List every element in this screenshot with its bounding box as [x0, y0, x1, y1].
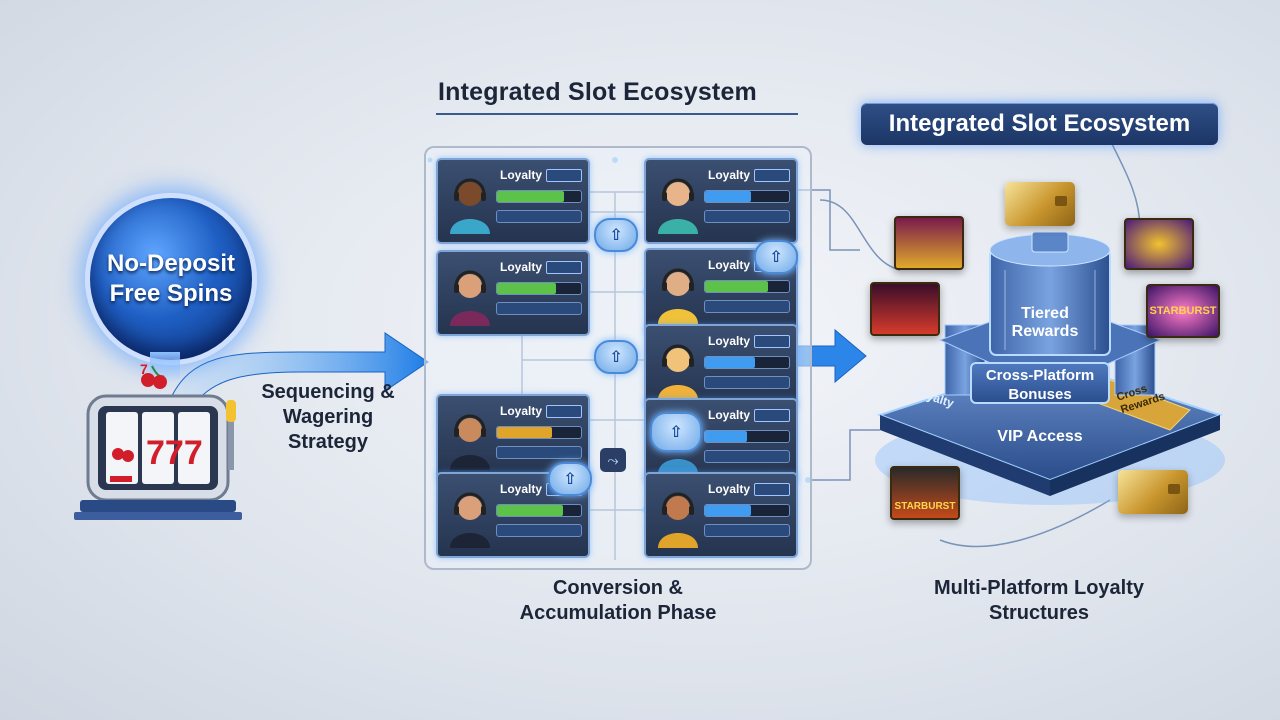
- loyalty-points-bar: [704, 210, 790, 223]
- machine-digits: 777: [146, 434, 203, 472]
- loyalty-card-label: Loyalty: [708, 408, 751, 422]
- loyalty-tier-tag: [754, 335, 790, 348]
- loyalty-progress-bar: [496, 426, 582, 439]
- orb-stem: [150, 352, 180, 382]
- loyalty-card: Loyalty: [644, 158, 798, 244]
- tier-tiered-rewards: Tiered Rewards: [1011, 305, 1079, 340]
- user-avatar-icon: [450, 178, 490, 234]
- loyalty-points-bar: [704, 300, 790, 313]
- sequencing-caption: Sequencing & Wagering Strategy: [261, 381, 395, 453]
- game-tile: [1124, 218, 1194, 270]
- loyalty-progress-bar: [704, 504, 790, 517]
- loyalty-tier-tag: [546, 261, 582, 274]
- loyalty-points-bar: [704, 450, 790, 463]
- loyalty-card: Loyalty: [436, 250, 590, 336]
- no-deposit-orb: No-Deposit Free Spins: [85, 193, 257, 365]
- ecosystem-platform: [875, 231, 1225, 505]
- loyalty-card-label: Loyalty: [500, 482, 543, 496]
- loyalty-points-bar: [704, 376, 790, 389]
- loyalty-card-label: Loyalty: [708, 482, 751, 496]
- user-avatar-icon: [658, 344, 698, 400]
- loyalty-card: Loyalty: [644, 472, 798, 558]
- game-tile: [894, 216, 964, 270]
- cloud-sync-icon: ⇧: [594, 218, 638, 252]
- loyalty-progress-bar: [496, 190, 582, 203]
- loyalty-points-bar: [496, 302, 582, 315]
- loyalty-points-bar: [496, 524, 582, 537]
- loyalty-points-bar: [496, 210, 582, 223]
- svg-text:7: 7: [140, 361, 148, 377]
- game-tile: [870, 282, 940, 336]
- center-title: Integrated Slot Ecosystem: [438, 78, 757, 106]
- loyalty-card: Loyalty: [436, 158, 590, 244]
- game-tile-starburst: STARBURST: [1146, 284, 1220, 338]
- user-avatar-icon: [658, 268, 698, 324]
- loyalty-card: Loyalty: [644, 324, 798, 410]
- slot-machine-icon: 7 777: [74, 361, 242, 520]
- gold-loyalty-card: [1005, 182, 1075, 226]
- cloud-sync-icon: ⇧: [650, 412, 702, 452]
- loyalty-card-label: Loyalty: [500, 168, 543, 182]
- loyalty-card-label: Loyalty: [500, 260, 543, 274]
- user-avatar-icon: [450, 414, 490, 470]
- loyalty-progress-bar: [704, 190, 790, 203]
- loyalty-card-label: Loyalty: [500, 404, 543, 418]
- loyalty-progress-bar: [704, 356, 790, 369]
- user-avatar-icon: [658, 178, 698, 234]
- loyalty-progress-bar: [496, 282, 582, 295]
- loyalty-tier-tag: [546, 405, 582, 418]
- game-tile-starburst: STARBURST: [890, 466, 960, 520]
- loyalty-structures-caption: Multi-Platform Loyalty Structures: [933, 577, 1144, 624]
- cloud-sync-icon: ⇧: [594, 340, 638, 374]
- loyalty-points-bar: [704, 524, 790, 537]
- cloud-sync-icon: ⇧: [754, 240, 798, 274]
- conversion-caption: Conversion & Accumulation Phase: [519, 577, 717, 624]
- user-avatar-icon: [450, 492, 490, 548]
- cherry-icon: [141, 365, 167, 389]
- title-underline: [436, 113, 798, 115]
- loyalty-points-bar: [496, 446, 582, 459]
- tier-vip-access: VIP Access: [997, 428, 1083, 445]
- loyalty-tier-tag: [546, 169, 582, 182]
- user-avatar-icon: [450, 270, 490, 326]
- loyalty-tier-tag: [754, 409, 790, 422]
- orb-label: No-Deposit Free Spins: [107, 250, 235, 307]
- user-avatar-icon: [658, 492, 698, 548]
- cloud-sync-icon: ⇧: [548, 462, 592, 496]
- loyalty-card-label: Loyalty: [708, 258, 751, 272]
- right-title-badge: Integrated Slot Ecosystem: [861, 103, 1218, 145]
- loyalty-tier-tag: [754, 169, 790, 182]
- loyalty-card-label: Loyalty: [708, 334, 751, 348]
- loyalty-progress-bar: [704, 280, 790, 293]
- share-icon: ⤳: [600, 448, 626, 472]
- loyalty-card-label: Loyalty: [708, 168, 751, 182]
- gold-loyalty-card: [1118, 470, 1188, 514]
- loyalty-tier-tag: [754, 483, 790, 496]
- loyalty-progress-bar: [496, 504, 582, 517]
- tier-cross-platform: Cross-Platform Bonuses: [970, 362, 1110, 404]
- loyalty-progress-bar: [704, 430, 790, 443]
